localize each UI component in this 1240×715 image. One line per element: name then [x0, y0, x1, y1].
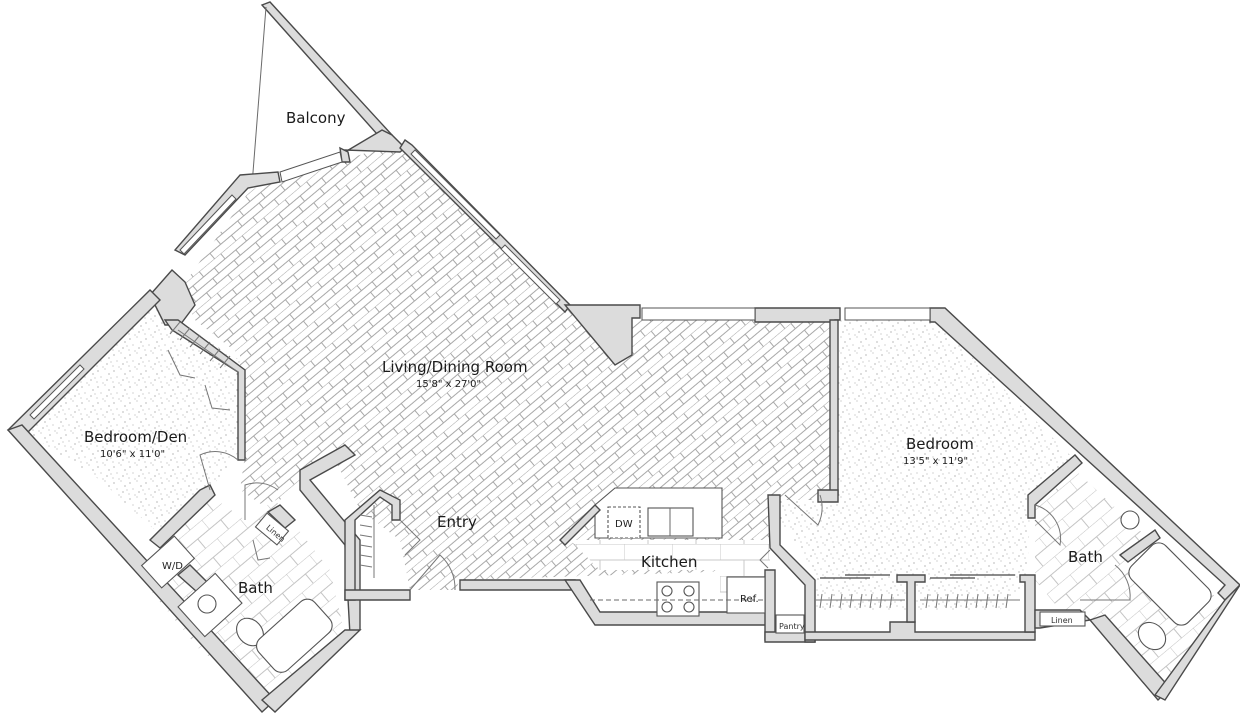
- label-bedroom: Bedroom: [906, 435, 974, 453]
- wall-bath1-se: [260, 629, 362, 713]
- linen-closet-2: [1039, 611, 1086, 627]
- label-refrigerator: Ref.: [740, 594, 759, 605]
- den-closet-rods: [169, 321, 239, 373]
- exterior-wall-top-right: [929, 307, 1240, 601]
- wall-bedroom-stub: [817, 489, 839, 503]
- label-bedroom-den: Bedroom/Den: [84, 428, 187, 446]
- wall-bedroom-south: [804, 621, 1036, 641]
- refrigerator: [726, 576, 766, 614]
- label-linen-2: Linen: [1051, 616, 1073, 625]
- kitchen-peninsula-edge: [559, 504, 601, 546]
- label-entry: Entry: [437, 513, 477, 531]
- window-living-nw: [179, 194, 237, 255]
- label-living-dining: Living/Dining Room: [382, 358, 528, 376]
- living-dining-floor: [180, 140, 835, 590]
- window-living-ne-2: [500, 244, 561, 305]
- door-bath-2: [1034, 504, 1062, 547]
- wall-entry-south: [344, 589, 411, 601]
- door-den-closet-2: [204, 384, 231, 411]
- door-den-closet-1: [167, 349, 196, 379]
- wall-entry-south-2: [459, 579, 576, 591]
- door-entry: [409, 554, 456, 591]
- dim-living-dining: 15'8" x 27'0": [416, 379, 481, 390]
- sink-2: [1120, 510, 1140, 530]
- door-linen-1: [252, 539, 271, 561]
- balcony-railing: [251, 6, 267, 186]
- bathtub-2: [1128, 542, 1212, 626]
- window-den: [29, 364, 85, 420]
- linen-closet-1: [254, 512, 290, 546]
- exterior-wall-top: [754, 307, 841, 323]
- wall-kitchen-pantry: [764, 569, 776, 641]
- toilet-2: [1137, 621, 1167, 651]
- wall-pier-left: [149, 268, 196, 326]
- wall-bath1-n: [266, 504, 297, 529]
- label-kitchen: Kitchen: [641, 553, 697, 571]
- wall-pantry-bedroom: [767, 494, 816, 643]
- wall-wedge: [563, 304, 641, 366]
- door-pantry: [759, 549, 771, 569]
- door-den: [199, 451, 239, 491]
- window-bedroom-top: [844, 307, 931, 321]
- door-entry-closet: [399, 519, 421, 556]
- sink-1: [197, 594, 217, 614]
- door-bath-2-inner: [1080, 564, 1131, 601]
- dim-bedroom-den: 10'6" x 11'0": [100, 449, 165, 460]
- label-washer-dryer: W/D: [162, 561, 183, 572]
- window-living-top: [641, 307, 756, 321]
- washer-dryer: [140, 535, 196, 589]
- wall-bath2-se: [1153, 584, 1240, 701]
- label-bath-2: Bath: [1068, 548, 1103, 566]
- label-bath-1: Bath: [238, 579, 273, 597]
- wall-bedroom-living: [829, 319, 839, 496]
- window-living-ne: [410, 149, 501, 240]
- label-dishwasher: DW: [615, 519, 633, 530]
- label-balcony: Balcony: [286, 109, 346, 127]
- kitchen-floor: [570, 540, 770, 600]
- wall-bath1-e: [299, 444, 361, 637]
- bedroom-floor: [775, 320, 1075, 610]
- bedroom-den-floor: [22, 300, 240, 535]
- bedroom-closet-rods: [815, 593, 1020, 609]
- bathtub-1: [255, 598, 333, 673]
- wall-closet-right: [1019, 574, 1036, 633]
- wall-closet-divider: [896, 574, 926, 623]
- dishwasher: [607, 506, 641, 539]
- pantry: [775, 614, 805, 634]
- bedroom-closet-doors: [820, 574, 1015, 579]
- door-bedroom: [784, 494, 823, 526]
- label-pantry: Pantry: [779, 622, 805, 631]
- wall-bath2-divider: [1118, 528, 1161, 563]
- window-balcony-door: [279, 151, 343, 183]
- bath-2-floor: [1035, 470, 1225, 690]
- dim-bedroom: 13'5" x 11'9": [903, 456, 968, 467]
- entry-closet-rods: [359, 505, 375, 578]
- door-bath-1: [244, 482, 279, 520]
